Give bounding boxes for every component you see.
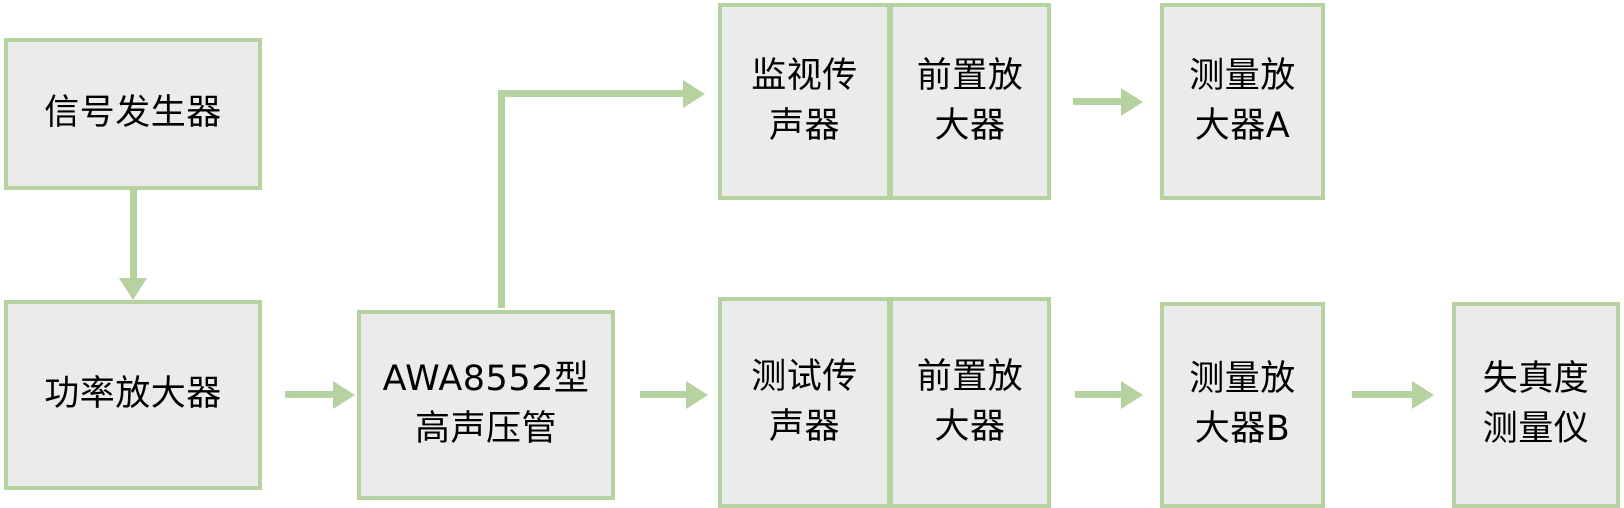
- node-preamplifier-bottom[interactable]: 前置放 大器: [890, 297, 1051, 508]
- node-awa8552-tube-label: AWA8552型 高声压管: [382, 359, 590, 449]
- connector-line-vertical: [130, 190, 137, 280]
- node-preamplifier-bottom-label: 前置放 大器: [916, 356, 1024, 447]
- node-monitor-microphone[interactable]: 监视传 声器: [718, 3, 890, 200]
- node-test-microphone-label: 测试传 声器: [751, 356, 858, 447]
- node-preamplifier-top-label: 前置放 大器: [916, 55, 1024, 146]
- connector-line-horizontal: [1073, 98, 1123, 105]
- node-test-microphone[interactable]: 测试传 声器: [718, 297, 890, 508]
- connector-line-horizontal: [1352, 391, 1414, 398]
- node-measuring-amplifier-b-label: 测量放 大器B: [1189, 359, 1296, 449]
- connector-line-horizontal: [285, 391, 335, 398]
- arrowhead-down-icon: [119, 278, 147, 300]
- node-signal-generator-label: 信号发生器: [44, 93, 222, 134]
- arrowhead-right-icon: [333, 381, 355, 409]
- node-distortion-meter-label: 失真度 测量仪: [1482, 359, 1590, 449]
- node-signal-generator[interactable]: 信号发生器: [4, 38, 262, 190]
- connector-line-horizontal: [498, 90, 685, 97]
- arrowhead-right-icon: [1412, 381, 1434, 409]
- connector-line-horizontal: [1075, 391, 1123, 398]
- node-distortion-meter[interactable]: 失真度 测量仪: [1452, 302, 1620, 508]
- node-power-amplifier-label: 功率放大器: [44, 374, 222, 415]
- node-measuring-amplifier-b[interactable]: 测量放 大器B: [1160, 302, 1325, 508]
- connector-line-vertical: [498, 90, 505, 308]
- node-awa8552-tube[interactable]: AWA8552型 高声压管: [357, 310, 615, 500]
- arrowhead-right-icon: [1121, 88, 1143, 116]
- node-preamplifier-top[interactable]: 前置放 大器: [890, 3, 1051, 200]
- connector-line-horizontal: [640, 391, 688, 398]
- arrowhead-right-icon: [1121, 381, 1143, 409]
- node-measuring-amplifier-a[interactable]: 测量放 大器A: [1160, 3, 1325, 200]
- node-power-amplifier[interactable]: 功率放大器: [4, 300, 262, 490]
- arrowhead-right-icon: [686, 381, 708, 409]
- node-monitor-microphone-label: 监视传 声器: [751, 55, 858, 146]
- arrowhead-right-icon: [683, 80, 705, 108]
- node-measuring-amplifier-a-label: 测量放 大器A: [1189, 55, 1296, 146]
